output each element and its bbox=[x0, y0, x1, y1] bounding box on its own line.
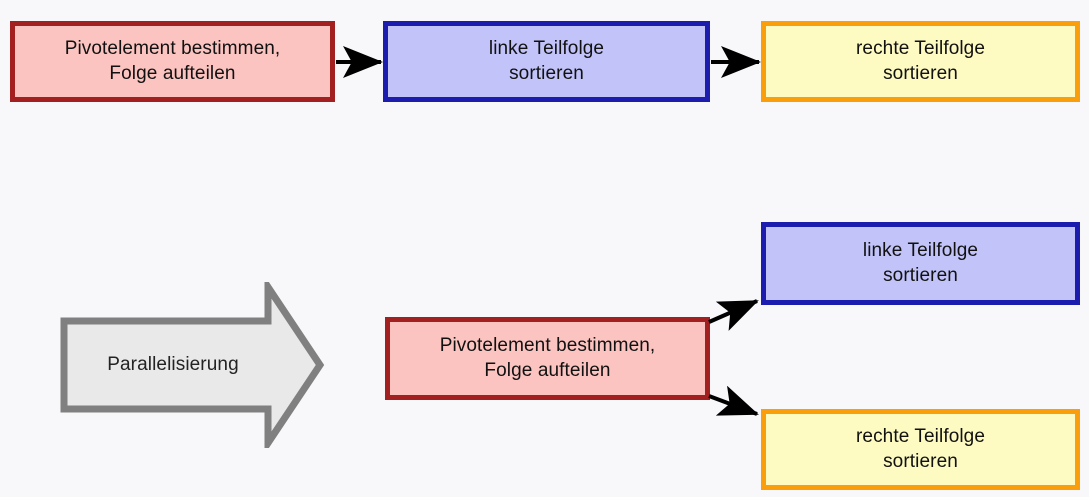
node-parallel-right-sort[interactable]: rechte Teilfolge sortieren bbox=[761, 409, 1080, 490]
node-label: linke Teilfolge sortieren bbox=[862, 239, 979, 286]
node-label: rechte Teilfolge sortieren bbox=[855, 425, 986, 472]
connector-par-pivot-to-left bbox=[708, 299, 759, 331]
connector-par-pivot-to-right bbox=[708, 385, 759, 416]
node-label: linke Teilfolge sortieren bbox=[488, 37, 605, 84]
node-parallel-left-sort[interactable]: linke Teilfolge sortieren bbox=[761, 222, 1080, 305]
node-sequential-right-sort[interactable]: rechte Teilfolge sortieren bbox=[761, 21, 1080, 102]
node-label: Pivotelement bestimmen, Folge aufteilen bbox=[439, 334, 656, 381]
node-parallel-pivot[interactable]: Pivotelement bestimmen, Folge aufteilen bbox=[385, 317, 710, 400]
node-label: rechte Teilfolge sortieren bbox=[855, 37, 986, 84]
node-label: Pivotelement bestimmen, Folge aufteilen bbox=[64, 37, 281, 84]
node-sequential-pivot[interactable]: Pivotelement bestimmen, Folge aufteilen bbox=[10, 21, 335, 102]
node-sequential-left-sort[interactable]: linke Teilfolge sortieren bbox=[383, 21, 710, 102]
parallelisierung-arrow-icon bbox=[60, 282, 325, 448]
parallelisierung-label: Parallelisierung bbox=[107, 354, 239, 375]
